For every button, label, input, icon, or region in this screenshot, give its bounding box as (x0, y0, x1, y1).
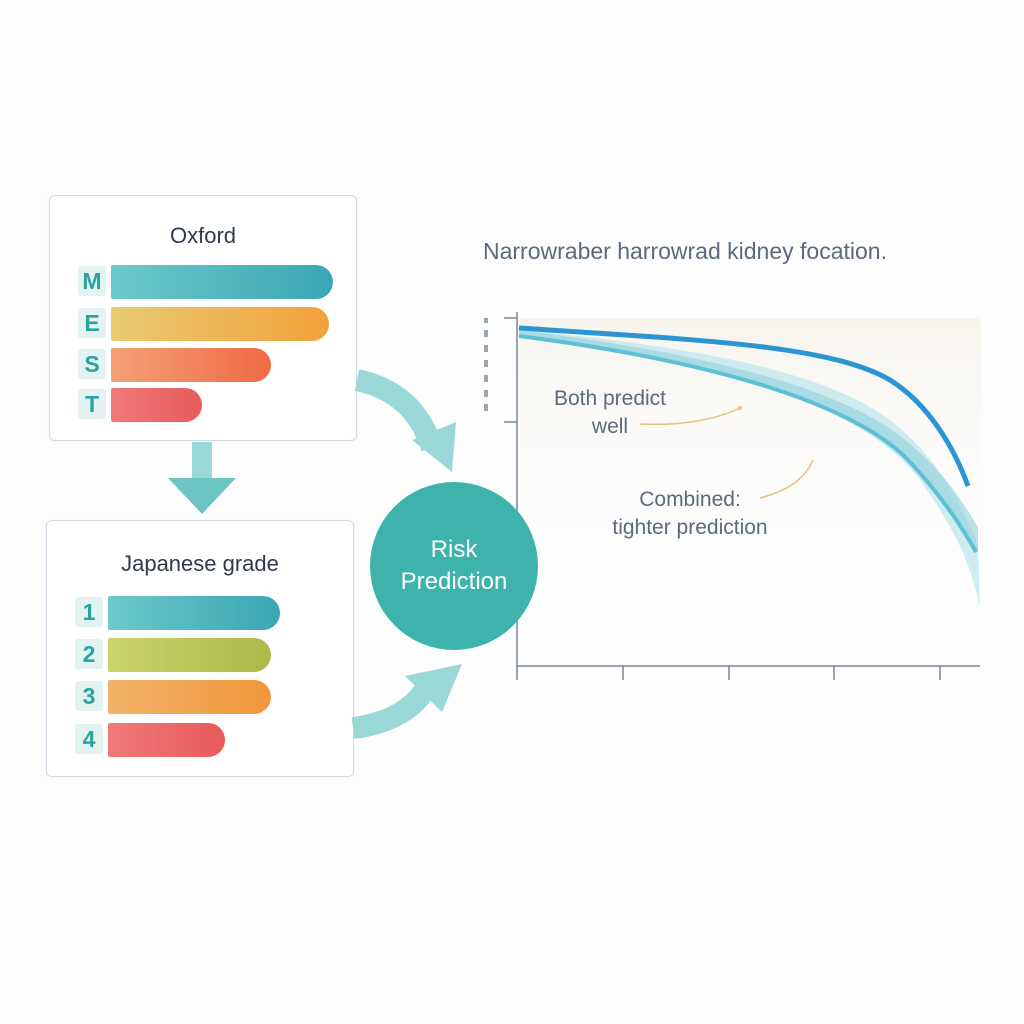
curved-arrow-top-icon (354, 369, 456, 472)
oxford-panel: Oxford M E S T (49, 195, 357, 441)
risk-prediction-node: Risk Prediction (370, 482, 538, 650)
annotation-combined: Combined: tighter prediction (595, 486, 785, 542)
risk-label: Risk (430, 536, 478, 563)
grade-label-2: 2 (75, 639, 103, 669)
oxford-bar-m (111, 265, 333, 299)
curved-arrow-bottom-icon (351, 664, 462, 739)
grade-bar-3 (108, 680, 271, 714)
grade-bar-4 (108, 723, 225, 757)
prediction-line (518, 325, 971, 487)
japanese-grade-panel: Japanese grade 1 2 3 4 (46, 520, 354, 777)
annotation-combined-line1: Combined: (639, 488, 741, 511)
combined-line (518, 334, 978, 553)
annotation-both-predict: Both predict well (540, 385, 680, 441)
annotation-combined-line2: tighter prediction (612, 516, 768, 539)
grade-bar-2 (108, 638, 271, 672)
chart-title: Narrowraber harrowrad kidney focation. (483, 238, 887, 264)
oxford-bar-t (111, 388, 202, 422)
annotation-leader-both (639, 407, 741, 426)
grade-bar-1 (108, 596, 280, 630)
y-tick-labels (484, 318, 488, 411)
oxford-letter-m: M (78, 266, 106, 296)
prediction-label: Prediction (400, 568, 508, 595)
annotation-both-line2: well (591, 415, 629, 438)
annotation-leader-combined (759, 459, 814, 499)
oxford-title: Oxford (169, 223, 237, 248)
grade-label-3: 3 (75, 681, 103, 711)
down-arrow-icon (168, 442, 236, 514)
narrow-confidence-band (519, 330, 978, 552)
chart-background (518, 318, 981, 600)
oxford-letter-t: T (78, 389, 106, 419)
grade-label-4: 4 (75, 724, 103, 754)
oxford-letter-s: S (78, 349, 106, 379)
oxford-bar-s (111, 348, 271, 382)
grade-label-1: 1 (75, 597, 103, 627)
annotation-both-line1: Both predict (553, 387, 667, 410)
oxford-letter-e: E (78, 308, 106, 338)
japanese-grade-title: Japanese grade (121, 551, 279, 576)
oxford-bar-e (111, 307, 329, 341)
